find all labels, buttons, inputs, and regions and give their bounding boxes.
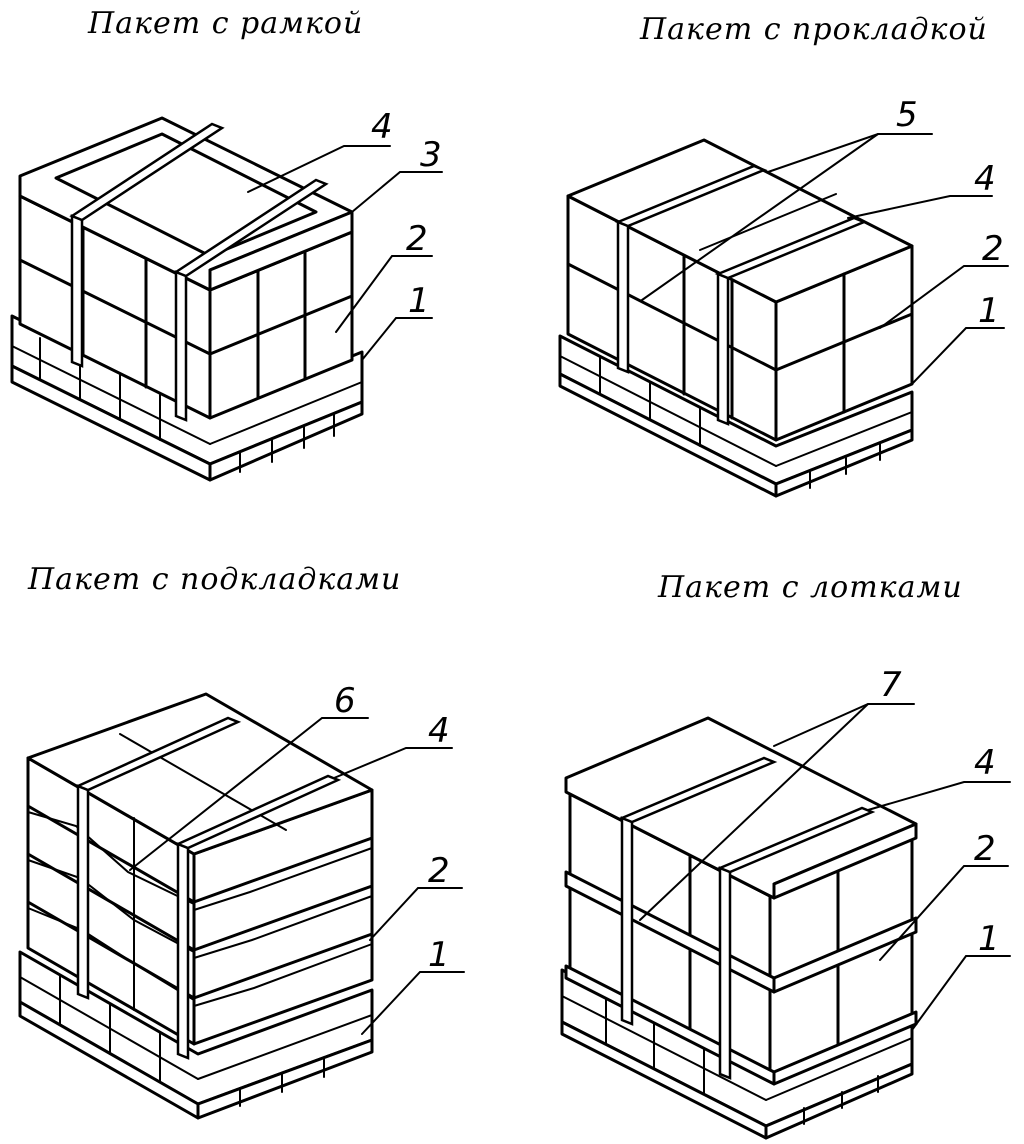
- straps: [74, 716, 342, 1060]
- leader-lines: [639, 703, 1011, 1031]
- label-4: 4: [974, 743, 996, 783]
- label-2: 2: [406, 219, 428, 259]
- label-2: 2: [428, 851, 450, 891]
- label-4: 4: [371, 107, 393, 147]
- panel-title-trays: Пакет с лотками: [658, 570, 963, 605]
- package-with-frame: 4 3 2 1: [10, 107, 443, 482]
- label-1: 1: [428, 935, 450, 975]
- panel-title-pads: Пакет с подкладками: [28, 562, 402, 597]
- label-5: 5: [896, 95, 918, 135]
- label-2: 2: [982, 229, 1004, 269]
- package-with-pads: 6 4 2 1: [18, 681, 465, 1120]
- package-with-trays: 7 4 2 1: [560, 665, 1011, 1140]
- label-6: 6: [334, 681, 356, 721]
- label-4: 4: [974, 159, 996, 199]
- straps: [614, 164, 868, 426]
- pallet: [558, 334, 914, 498]
- leader-lines: [247, 145, 443, 361]
- label-1: 1: [978, 919, 1000, 959]
- panel-title-frame: Пакет с рамкой: [88, 6, 364, 41]
- label-1: 1: [408, 281, 430, 321]
- label-7: 7: [880, 665, 902, 705]
- package-with-spacer: 5 4 2 1: [558, 95, 1009, 498]
- label-4: 4: [428, 711, 450, 751]
- leader-lines: [129, 717, 465, 1035]
- label-2: 2: [974, 829, 996, 869]
- straps: [69, 122, 329, 422]
- pallet: [18, 950, 374, 1120]
- label-1: 1: [978, 291, 1000, 331]
- label-3: 3: [420, 135, 442, 175]
- panel-title-spacer: Пакет с прокладкой: [640, 12, 988, 47]
- straps: [618, 756, 876, 1080]
- leader-lines: [641, 133, 1009, 385]
